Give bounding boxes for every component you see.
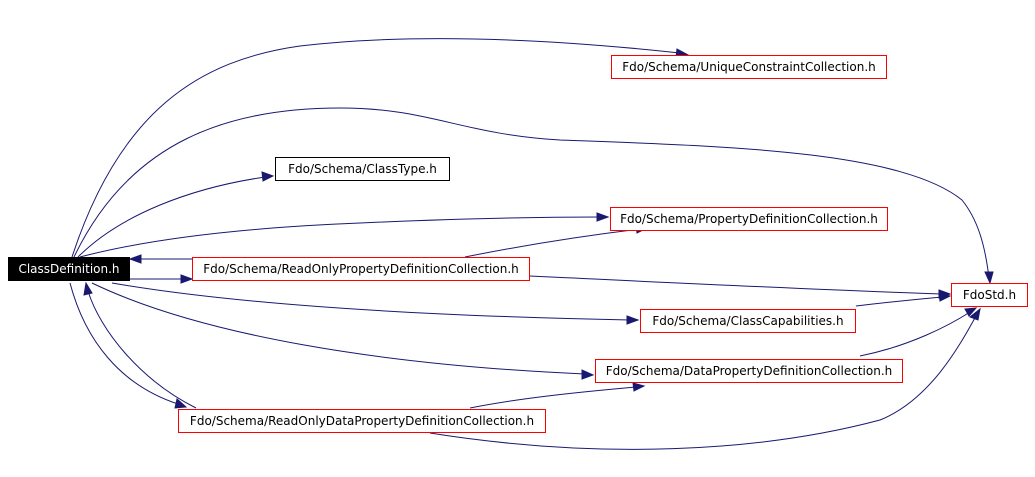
- edge-readonlyproperty-to-fdostd: [529, 275, 943, 295]
- edge-classcapabilities-to-fdostd: [855, 296, 943, 307]
- edge-readonlydata-to-fdostd-arrowhead: [969, 307, 981, 321]
- node-fdostd[interactable]: FdoStd.h: [951, 283, 1028, 307]
- edge-classdefinition-to-uniqueconstraint: [71, 38, 681, 258]
- edge-classdefinition-to-classtype: [77, 176, 266, 258]
- edge-readonlydata-to-dataproperty-arrowhead: [632, 382, 646, 392]
- edge-classdefinition-to-fdostd-top: [73, 107, 990, 279]
- edge-readonlyproperty-to-classdefinition-arrowhead: [128, 254, 142, 264]
- node-propertydefinitioncollection[interactable]: Fdo/Schema/PropertyDefinitionCollection.…: [610, 207, 888, 231]
- node-readonlypropertydefinitioncollection[interactable]: Fdo/Schema/ReadOnlyPropertyDefinitionCol…: [192, 257, 530, 281]
- edge-classdefinition-to-fdostd-top-arrowhead: [984, 271, 994, 285]
- edge-classdefinition-to-classcapabilities-arrowhead: [626, 315, 640, 325]
- edge-classdefinition-to-readonlydata: [69, 282, 179, 405]
- edge-dataproperty-to-fdostd: [859, 311, 971, 357]
- edge-classdefinition-to-propertydefinition-arrowhead: [596, 212, 610, 222]
- edge-readonlyproperty-to-propertydefinition: [464, 228, 641, 258]
- edge-classdefinition-to-readonlydata-arrowhead: [174, 398, 188, 409]
- edge-readonlydata-to-classdefinition-arrowhead: [83, 281, 93, 296]
- edge-classdefinition-to-dataproperty: [91, 282, 586, 375]
- node-classdefinition[interactable]: ClassDefinition.h: [8, 257, 130, 281]
- node-uniqueconstraintcollection[interactable]: Fdo/Schema/UniqueConstraintCollection.h: [611, 55, 887, 79]
- node-readonlydatapropertydefinitioncollection[interactable]: Fdo/Schema/ReadOnlyDataPropertyDefinitio…: [178, 409, 546, 433]
- edge-classdefinition-to-readonlyproperty-arrowhead: [180, 274, 194, 284]
- edge-classcapabilities-to-fdostd-arrowhead: [938, 292, 952, 302]
- edge-classdefinition-to-classcapabilities: [111, 282, 631, 321]
- edge-readonlydata-to-fdostd: [429, 315, 977, 450]
- edge-classdefinition-to-classtype-arrowhead: [261, 171, 275, 182]
- edge-readonlydata-to-classdefinition: [87, 290, 197, 409]
- node-datapropertydefinitioncollection[interactable]: Fdo/Schema/DataPropertyDefinitionCollect…: [595, 359, 903, 383]
- edge-classdefinition-to-dataproperty-arrowhead: [581, 369, 595, 380]
- node-classtype: Fdo/Schema/ClassType.h: [275, 157, 450, 181]
- node-classcapabilities[interactable]: Fdo/Schema/ClassCapabilities.h: [640, 309, 856, 333]
- edge-classdefinition-to-propertydefinition: [79, 216, 601, 258]
- edge-readonlydata-to-dataproperty: [469, 386, 637, 409]
- edge-dataproperty-to-fdostd-arrowhead: [964, 307, 978, 317]
